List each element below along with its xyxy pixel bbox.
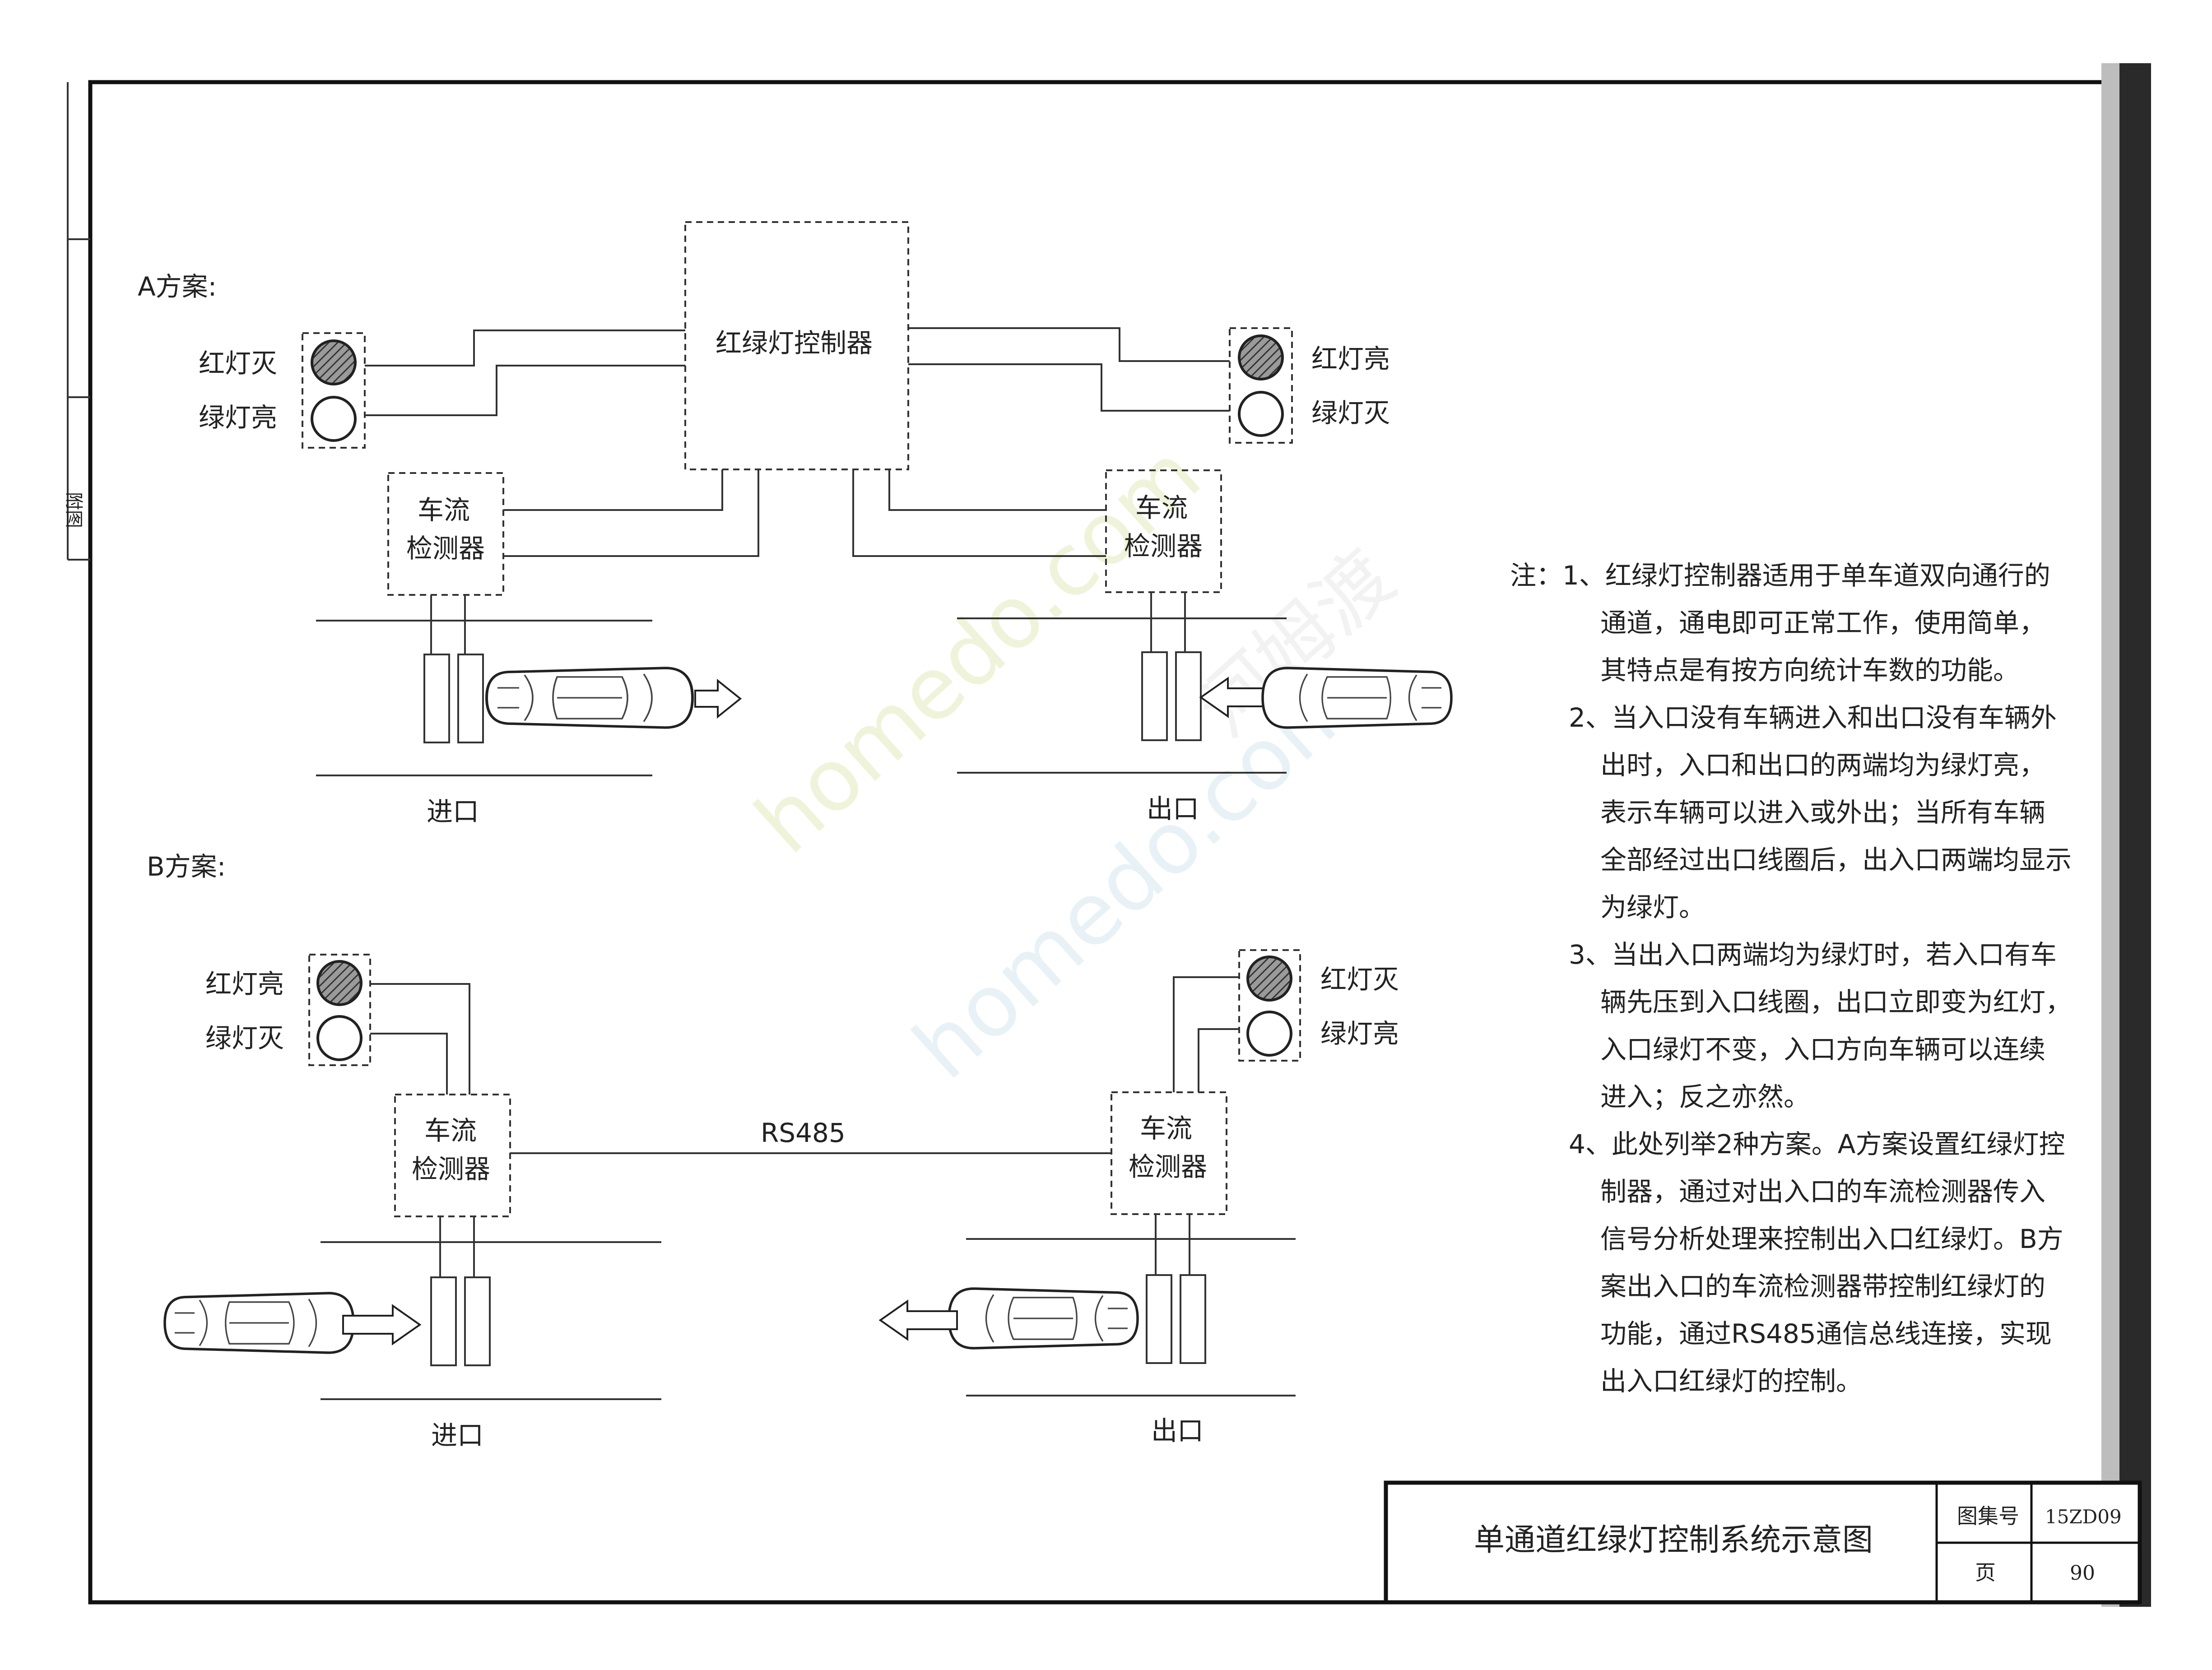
plan-a-left-detector-line2: 检测器: [406, 533, 485, 564]
plan-a-title: A方案:: [138, 271, 217, 302]
page-label: 页: [1975, 1560, 1996, 1585]
plan-a-entry-loop-2: [457, 654, 484, 743]
plan-b-left-green-label: 绿灯灭: [205, 1023, 284, 1053]
plan-a-left-signal-housing[interactable]: [302, 332, 366, 449]
plan-a-left-red-lamp[interactable]: [311, 339, 357, 385]
plan-a-right-red-lamp[interactable]: [1238, 334, 1284, 380]
plan-b-exit-loop-2: [1180, 1274, 1206, 1364]
plan-a-left-detector-box[interactable]: [387, 472, 504, 596]
plan-b-right-red-lamp[interactable]: [1246, 956, 1292, 1002]
plan-a-left-red-label: 红灯灭: [199, 348, 277, 379]
plan-a-left-detector-line1: 车流: [418, 495, 470, 525]
note-line-12: 4、此处列举2种方案。A方案设置红绿灯控: [1569, 1129, 2065, 1160]
plan-b-right-detector-line2: 检测器: [1129, 1151, 1207, 1182]
plan-b-entry-label: 进口: [431, 1420, 483, 1451]
title-block: 单通道红绿灯控制系统示意图 图集号 15ZD09 页 90: [1384, 1480, 2142, 1605]
note-line-2: 其特点是有按方向统计车数的功能。: [1600, 655, 2019, 686]
plan-b-right-red-label: 红灯灭: [1320, 964, 1399, 995]
plan-a-controller-label: 红绿灯控制器: [716, 328, 873, 358]
page-number: 90: [2070, 1562, 2095, 1585]
plan-a-exit-loop-2: [1175, 651, 1202, 741]
side-strip: 附图: [63, 82, 90, 561]
plan-a-exit-car: [1263, 668, 1451, 728]
plan-b-title: B方案:: [147, 851, 226, 882]
note-line-3: 2、当入口没有车辆进入和出口没有车辆外: [1569, 702, 2057, 733]
plan-a-right-detector-box[interactable]: [1105, 469, 1222, 593]
plan-a-left-green-lamp[interactable]: [311, 396, 357, 442]
note-line-7: 为绿灯。: [1600, 892, 1705, 923]
note-line-10: 入口绿灯不变，入口方向车辆可以连续: [1600, 1034, 2045, 1065]
note-line-17: 出入口红绿灯的控制。: [1600, 1366, 1862, 1396]
plan-b-left-green-lamp[interactable]: [316, 1015, 362, 1061]
plan-a-right-green-lamp[interactable]: [1238, 391, 1284, 437]
plan-b-left-detector-line2: 检测器: [412, 1154, 490, 1184]
plan-a-right-red-label: 红灯亮: [1311, 343, 1390, 374]
plan-a-exit-label: 出口: [1147, 793, 1199, 824]
plan-b-left-detector-box[interactable]: [394, 1094, 511, 1217]
notes-block: 注：1、红绿灯控制器适用于单车道双向通行的 通道，通电即可正常工作，使用简单， …: [1510, 560, 2072, 1396]
plan-b-right-detector-line1: 车流: [1140, 1113, 1192, 1144]
plan-a-right-detector-line2: 检测器: [1124, 531, 1203, 561]
note-line-5: 表示车辆可以进入或外出；当所有车辆: [1600, 797, 2045, 828]
plan-a-entry-loop-1: [423, 654, 450, 743]
watermark: homedo.com homedo.com 河姆渡: [737, 425, 1411, 1099]
plan-a-detector-wiring: [503, 469, 1106, 557]
plan-b-left-red-lamp[interactable]: [316, 960, 362, 1006]
plan-a-signal-wiring: [365, 327, 1230, 416]
note-line-6: 全部经过出口线圈后，出入口两端均显示: [1600, 844, 2072, 875]
note-line-15: 案出入口的车流检测器带控制红绿灯的: [1600, 1271, 2045, 1302]
plan-b-entry-arrow: [342, 1304, 422, 1345]
side-strip-label: 附图: [63, 492, 84, 528]
plan-b-entry-car: [165, 1293, 353, 1353]
note-line-11: 进入；反之亦然。: [1600, 1081, 1810, 1112]
plan-b-exit-label: 出口: [1151, 1415, 1204, 1446]
plan-b-entry-loop-2: [464, 1276, 491, 1366]
plan-a-controller-box: [684, 221, 909, 470]
note-line-14: 信号分析处理来控制出入口红绿灯。B方: [1600, 1224, 2063, 1254]
atlas-number-label: 图集号: [1957, 1504, 2019, 1528]
plan-b-exit-car: [949, 1289, 1138, 1348]
plan-a-right-signal-housing[interactable]: [1229, 327, 1293, 444]
plan-b-left-detector-line1: 车流: [424, 1115, 477, 1146]
note-line-0: 注：1、红绿灯控制器适用于单车道双向通行的: [1510, 560, 2050, 591]
plan-b-right-green-lamp[interactable]: [1246, 1011, 1292, 1057]
plan-a-exit-loop-1: [1141, 651, 1168, 741]
plan-b-wiring: [370, 976, 1239, 1095]
plan-b-rs485-label: RS485: [761, 1118, 846, 1148]
note-line-4: 出时，入口和出口的两端均为绿灯亮，: [1600, 750, 2045, 780]
note-line-13: 制器，通过对出入口的车流检测器传入: [1600, 1176, 2045, 1207]
plan-a-entry-arrow: [694, 678, 742, 719]
plan-a-right-green-label: 绿灯灭: [1311, 398, 1390, 428]
plan-b-left-signal-housing[interactable]: [308, 954, 371, 1066]
plan-a-left-green-label: 绿灯亮: [199, 402, 277, 433]
plan-b-entry-loop-1: [430, 1276, 457, 1366]
plan-a-entry-label: 进口: [427, 796, 479, 827]
note-line-8: 3、当出入口两端均为绿灯时，若入口有车: [1569, 939, 2057, 970]
plan-b-right-signal-housing[interactable]: [1238, 949, 1301, 1062]
drawing-title: 单通道红绿灯控制系统示意图: [1474, 1522, 1873, 1558]
plan-b-right-green-label: 绿灯亮: [1320, 1018, 1399, 1049]
atlas-number-value: 15ZD09: [2045, 1506, 2122, 1528]
note-line-9: 辆先压到入口线圈，出口立即变为红灯，: [1600, 987, 2072, 1017]
note-line-16: 功能，通过RS485通信总线连接，实现: [1600, 1318, 2052, 1349]
note-line-1: 通道，通电即可正常工作，使用简单，: [1600, 608, 2045, 638]
plan-a-entry-car: [487, 668, 692, 728]
scan-edge-light: [2101, 63, 2119, 1607]
plan-a-right-detector-line1: 车流: [1135, 492, 1188, 523]
plan-b-exit-loop-1: [1146, 1274, 1172, 1364]
plan-b-exit-arrow: [878, 1299, 958, 1341]
plan-b-left-red-label: 红灯亮: [205, 969, 284, 999]
